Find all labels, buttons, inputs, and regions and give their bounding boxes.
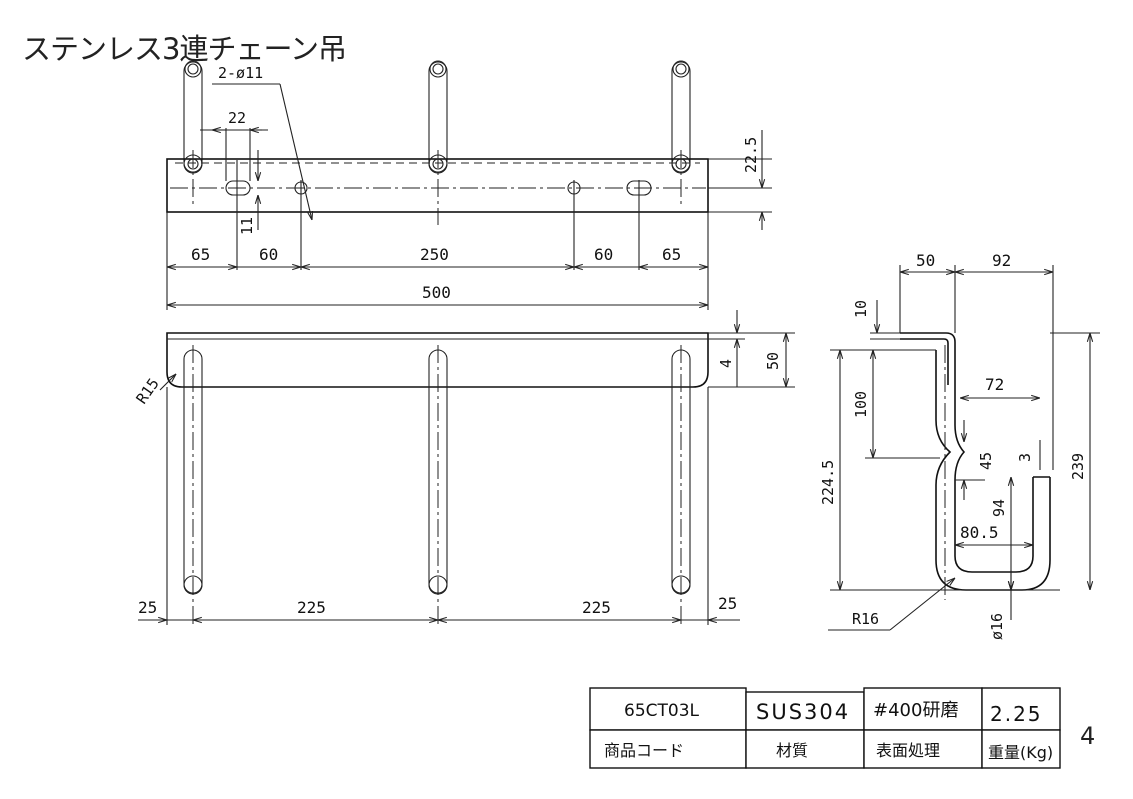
dim-side-2245: 224.5 xyxy=(819,460,837,505)
dim-top-bottom-2: 225 xyxy=(297,598,326,617)
dim-top-bottom-4: 25 xyxy=(718,594,737,613)
dim-radius-r15: R15 xyxy=(133,375,163,408)
dim-bottom-3: 250 xyxy=(420,245,449,264)
tb-code: 65CT03L xyxy=(624,701,700,721)
top-view: R15 4 50 25 225 225 25 xyxy=(133,310,795,625)
dim-bottom-4: 60 xyxy=(594,245,613,264)
front-view: 2-ø11 22 11 22.5 65 60 250 60 65 500 xyxy=(166,60,772,310)
tb-label-material: 材質 xyxy=(776,741,808,760)
tb-weight: 2.25 xyxy=(990,702,1043,726)
dim-edge-to-hole: 22.5 xyxy=(742,137,760,173)
dim-overall: 500 xyxy=(422,283,451,302)
dim-side-72: 72 xyxy=(985,375,1004,394)
dim-side-92: 92 xyxy=(992,251,1011,270)
tb-label-weight: 重量(Kg) xyxy=(988,743,1053,762)
dim-top-bottom-3: 225 xyxy=(582,598,611,617)
tb-finish: #400研磨 xyxy=(873,700,958,721)
dim-side-r16: R16 xyxy=(852,610,879,628)
dim-side-94: 94 xyxy=(990,499,1008,517)
dim-thickness: 4 xyxy=(717,359,735,368)
dim-top-bottom-1: 25 xyxy=(138,598,157,617)
dim-flange: 10 xyxy=(852,300,870,318)
dim-side-100: 100 xyxy=(852,391,870,418)
dim-side-3: 3 xyxy=(1016,453,1034,462)
dim-bottom-5: 65 xyxy=(662,245,681,264)
left-slot xyxy=(225,180,251,196)
page-number: 4 xyxy=(1080,722,1096,750)
title-block: 65CT03L SUS304 #400研磨 2.25 商品コード 材質 表面処理… xyxy=(589,687,1061,769)
dim-side-50: 50 xyxy=(916,251,935,270)
dim-side-805: 80.5 xyxy=(960,523,999,542)
dim-side-45: 45 xyxy=(977,452,995,470)
dim-depth: 50 xyxy=(764,352,782,370)
tb-material: SUS304 xyxy=(756,700,850,724)
dim-bottom-2: 60 xyxy=(259,245,278,264)
drawing-title: ステンレス3連チェーン吊 xyxy=(22,32,347,66)
side-view: 50 92 10 100 224.5 239 72 45 3 94 xyxy=(819,251,1100,640)
tb-label-finish: 表面処理 xyxy=(876,741,940,760)
dim-bottom-1: 65 xyxy=(191,245,210,264)
hole-label: 2-ø11 xyxy=(218,64,263,82)
dim-side-rod: ø16 xyxy=(988,613,1006,640)
tb-label-code: 商品コード xyxy=(604,741,684,760)
dim-slot-spacing: 22 xyxy=(228,109,246,127)
dim-side-239: 239 xyxy=(1069,453,1087,480)
dim-slot-width: 11 xyxy=(238,217,256,235)
